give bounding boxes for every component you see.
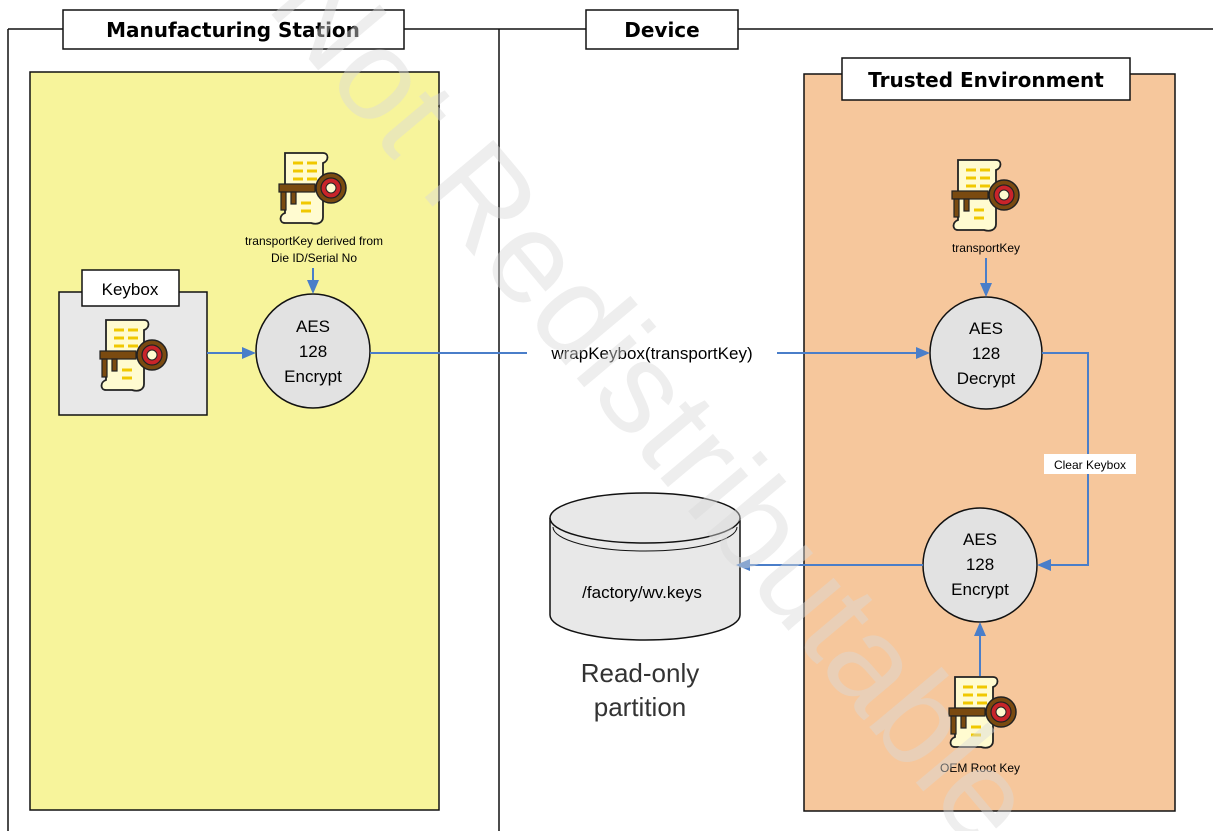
keybox-label: Keybox xyxy=(102,280,159,299)
section-device: Device xyxy=(585,9,739,50)
aes-encrypt-mfg-line2: 128 xyxy=(299,342,327,361)
aes-decrypt-line1: AES xyxy=(969,319,1003,338)
transport-key-te: transportKey xyxy=(950,158,1021,255)
wrap-keybox-label: wrapKeybox(transportKey) xyxy=(550,344,752,363)
section-manufacturing-station: Manufacturing Station xyxy=(62,9,405,50)
aes-encrypt-te-line3: Encrypt xyxy=(951,580,1009,599)
manufacturing-station-title: Manufacturing Station xyxy=(106,18,360,42)
connectors xyxy=(207,258,1089,676)
cylinder-icon: /factory/wv.keys xyxy=(549,492,741,641)
aes-decrypt-line2: 128 xyxy=(972,344,1000,363)
storage-path: /factory/wv.keys xyxy=(582,583,702,602)
frame-lines xyxy=(7,28,1213,831)
storage-caption-line2: partition xyxy=(594,692,687,722)
device-title: Device xyxy=(624,18,699,42)
transport-key-mfg-line2: Die ID/Serial No xyxy=(271,251,357,265)
trusted-environment-title: Trusted Environment xyxy=(868,68,1104,92)
transport-key-mfg: transportKey derived from Die ID/Serial … xyxy=(245,151,383,265)
storage-caption-line1: Read-only xyxy=(581,658,700,688)
aes-encrypt-mfg-line1: AES xyxy=(296,317,330,336)
keybox-container: Keybox xyxy=(58,269,208,416)
aes-encrypt-mfg: AES 128 Encrypt xyxy=(255,293,371,409)
transport-key-mfg-line1: transportKey derived from xyxy=(245,234,383,248)
aes-decrypt: AES 128 Decrypt xyxy=(929,296,1043,410)
oem-root-key: OEM Root Key xyxy=(940,675,1020,775)
aes-encrypt-te-line2: 128 xyxy=(966,555,994,574)
aes-encrypt-mfg-line3: Encrypt xyxy=(284,367,342,386)
clear-keybox-label: Clear Keybox xyxy=(1054,458,1126,472)
section-trusted-environment: Trusted Environment xyxy=(841,57,1131,101)
transport-key-te-label: transportKey xyxy=(952,241,1020,255)
aes-encrypt-te-line1: AES xyxy=(963,530,997,549)
oem-root-key-label: OEM Root Key xyxy=(940,761,1020,775)
manufacturing-panel xyxy=(29,71,440,811)
aes-encrypt-te: AES 128 Encrypt xyxy=(922,507,1038,623)
clear-keybox-tag: Clear Keybox xyxy=(1044,454,1136,474)
aes-decrypt-line3: Decrypt xyxy=(957,369,1016,388)
